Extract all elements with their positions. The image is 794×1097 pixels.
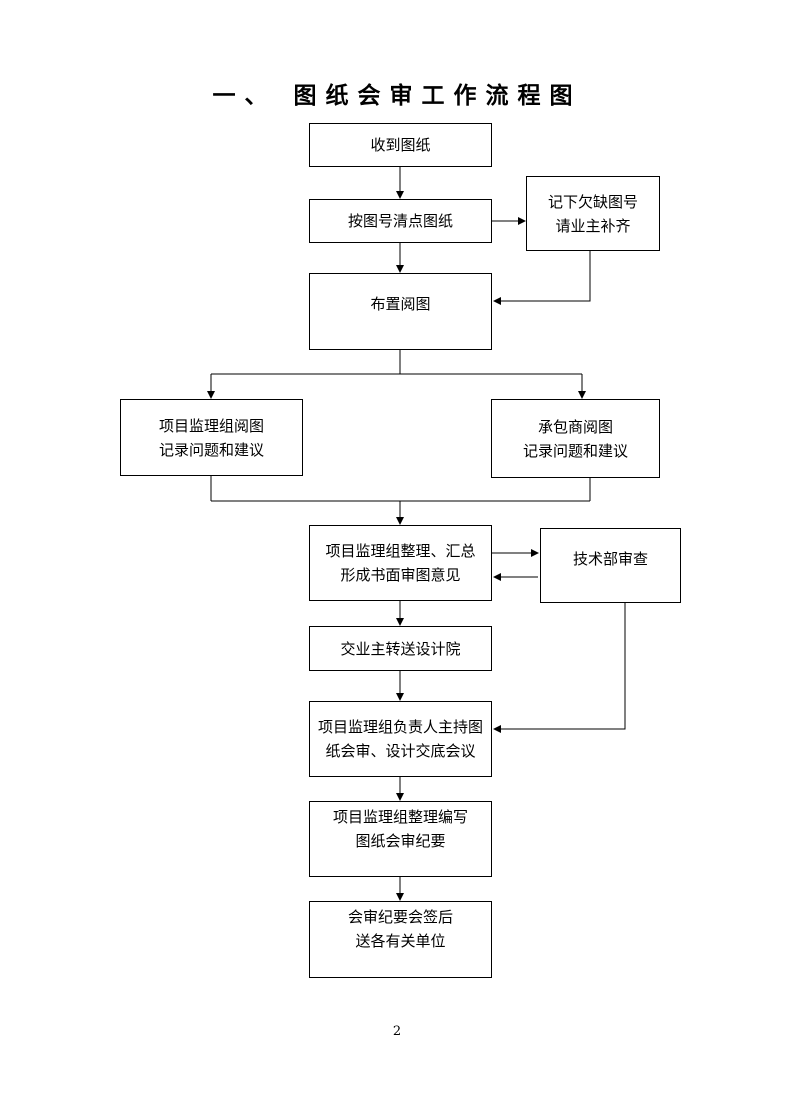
page-title: 一、 图纸会审工作流程图 — [212, 82, 582, 109]
node-forward-to-design-institute: 交业主转送设计院 — [309, 626, 492, 671]
node-arrange-review: 布置阅图 — [309, 273, 492, 350]
node-receive-drawings: 收到图纸 — [309, 123, 492, 167]
arrow-tech-to-meeting — [493, 603, 626, 733]
node-compile-opinions: 项目监理组整理、汇总 形成书面审图意见 — [309, 525, 492, 601]
node-meeting-minutes: 项目监理组整理编写 图纸会审纪要 — [309, 801, 492, 877]
node-distribute-minutes: 会审纪要会签后 送各有关单位 — [309, 901, 492, 978]
node-contractor-review: 承包商阅图 记录问题和建议 — [491, 399, 660, 478]
node-supervisor-review: 项目监理组阅图 记录问题和建议 — [120, 399, 303, 476]
node-review-meeting: 项目监理组负责人主持图 纸会审、设计交底会议 — [309, 701, 492, 777]
node-tech-department-check: 技术部审查 — [540, 528, 681, 603]
node-check-drawings: 按图号清点图纸 — [309, 199, 492, 243]
node-missing-drawings: 记下欠缺图号 请业主补齐 — [526, 176, 660, 251]
arrow-missing-to-arrange — [493, 251, 591, 305]
page-number: 2 — [392, 1024, 402, 1039]
